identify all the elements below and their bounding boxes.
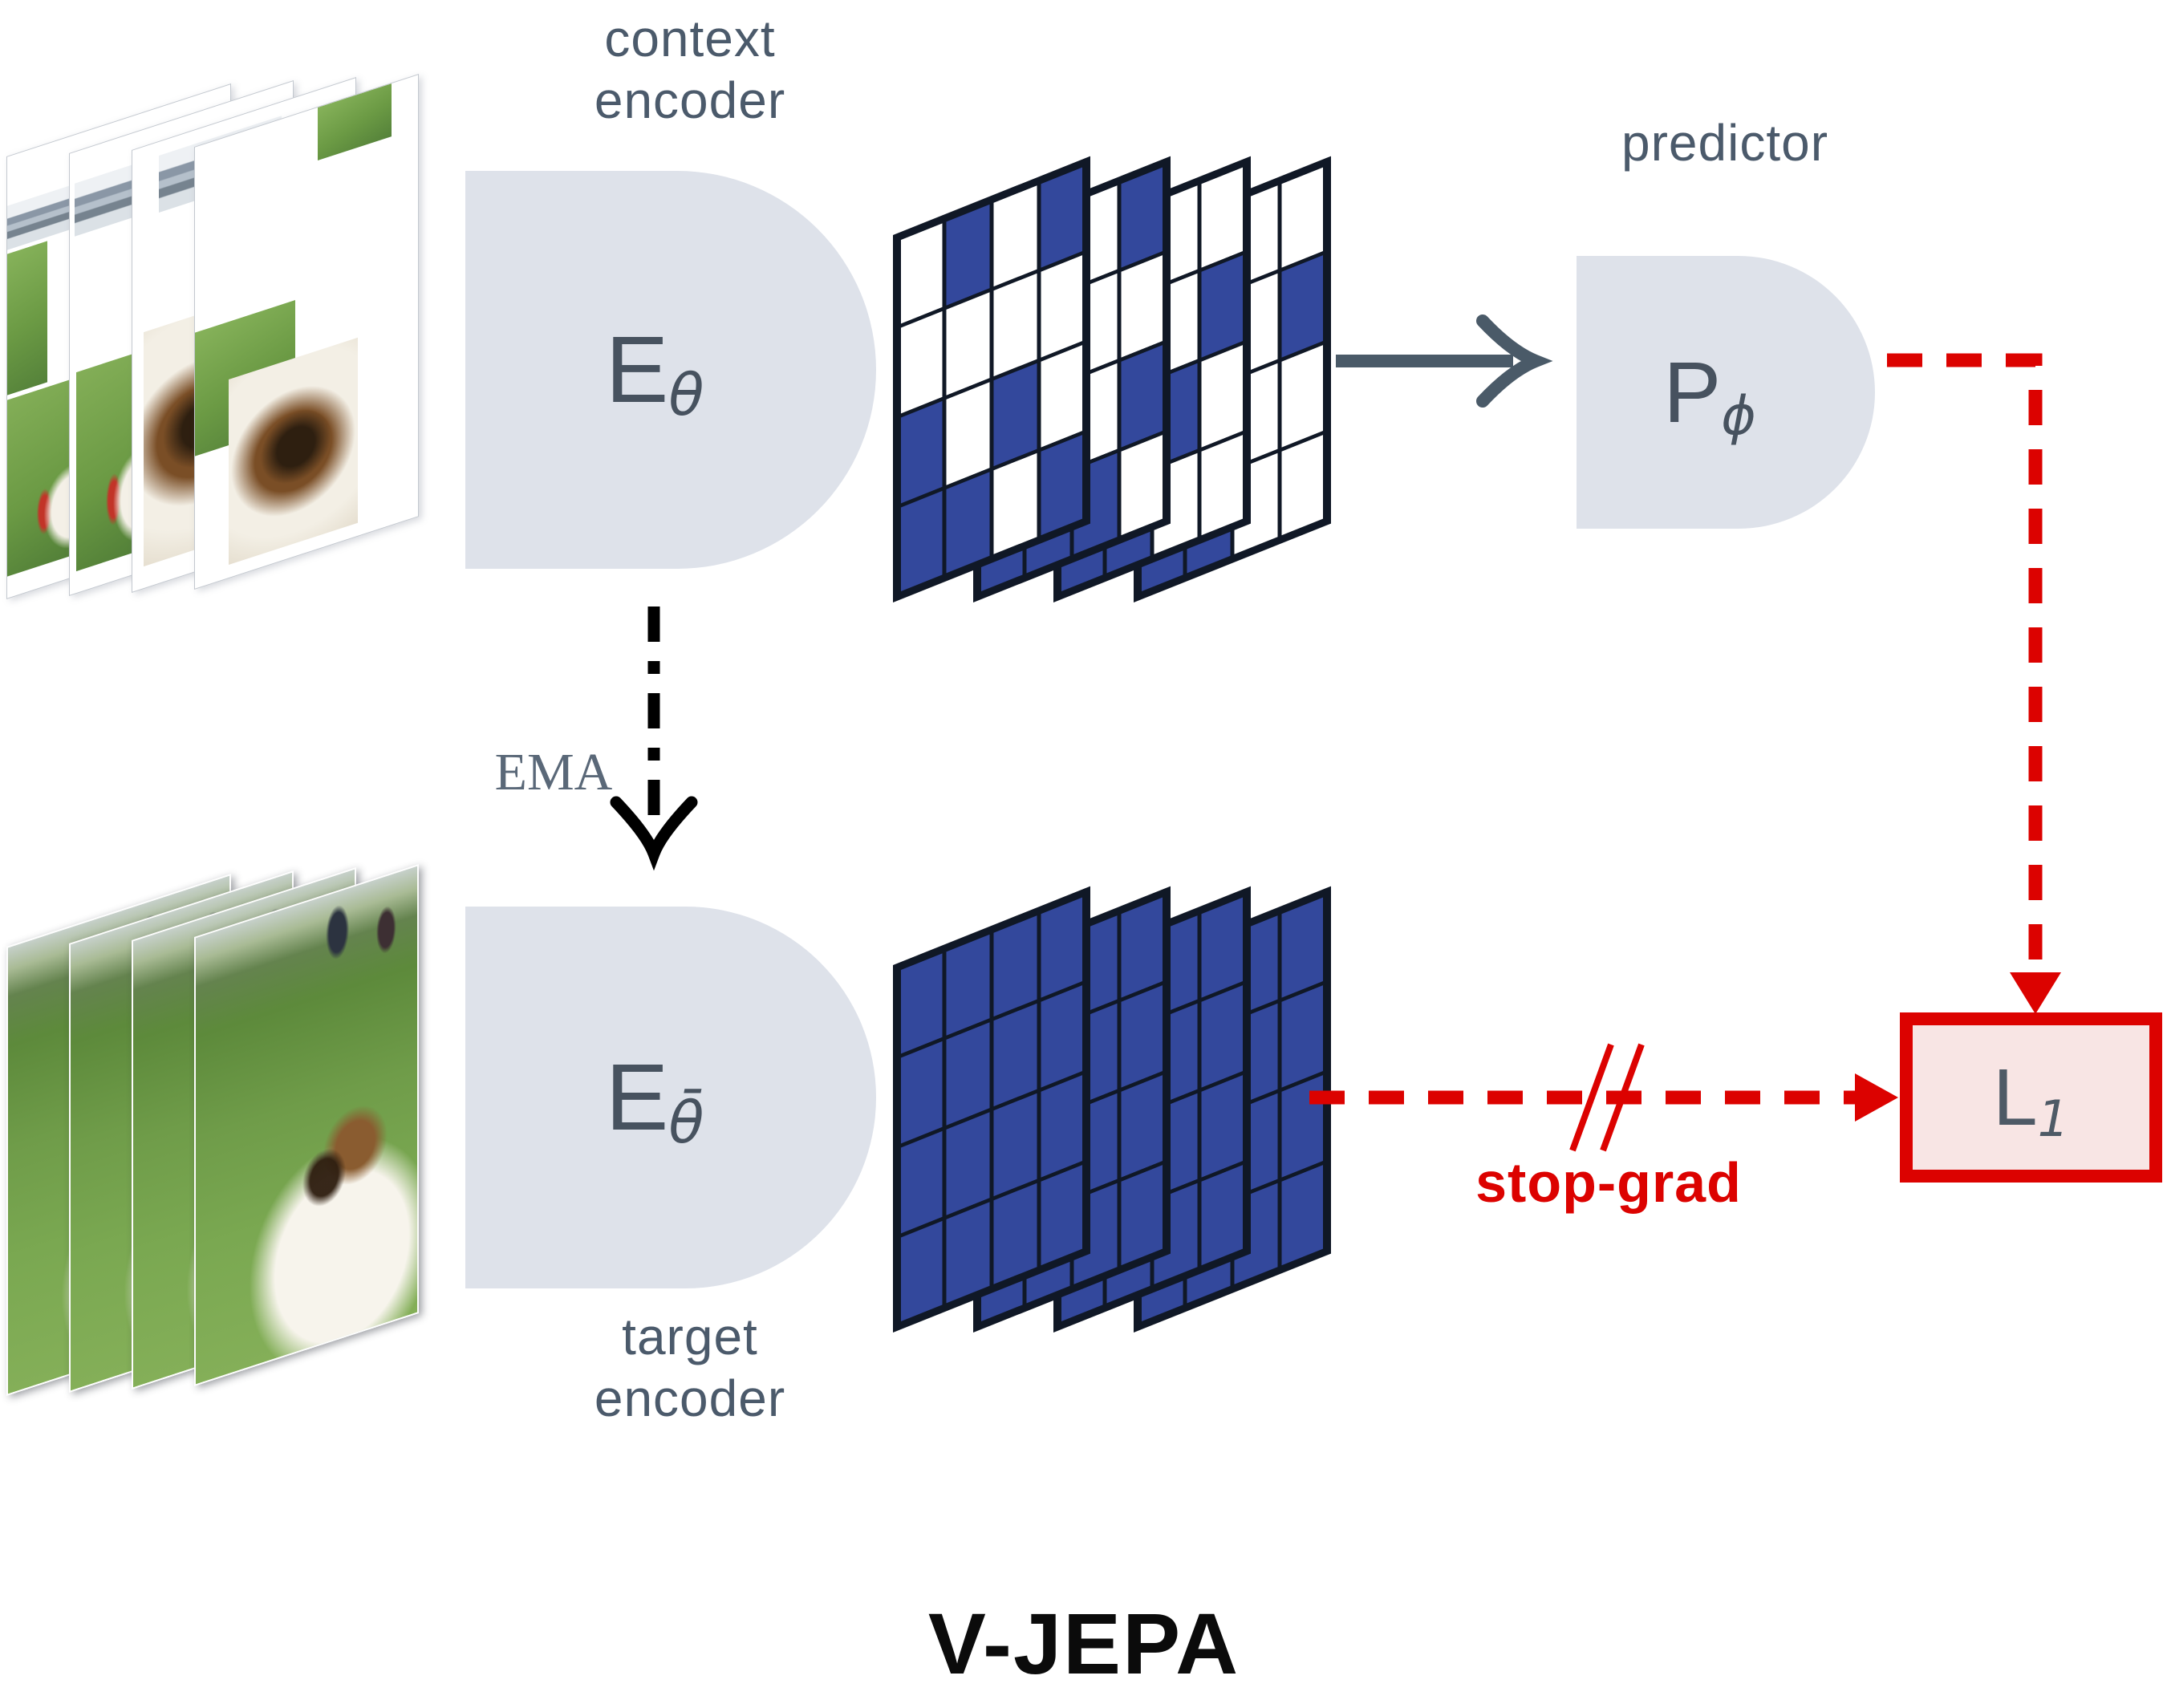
l1-loss-box: L 1	[1900, 1012, 2162, 1183]
target-to-loss-dashed-arrow	[1309, 1043, 1898, 1152]
target-encoder-block: E θ̄	[465, 907, 876, 1288]
video-frame	[194, 864, 419, 1386]
diagram-title-text: V-JEPA	[927, 1595, 1240, 1692]
stop-grad-label-text: stop-grad	[1475, 1151, 1742, 1214]
context-video-frame-stack	[5, 74, 422, 618]
masked-video-frame	[194, 74, 419, 590]
target-encoder-label: target encoder	[505, 1306, 875, 1430]
predictor-symbol-base: P	[1663, 343, 1722, 440]
grid-sheet-border	[893, 156, 1090, 603]
context-encoder-symbol: E θ	[605, 317, 704, 424]
target-encoder-symbol-sub: θ̄	[668, 1088, 704, 1156]
context-to-predictor-arrow	[1336, 314, 1553, 408]
ema-label: EMA	[453, 742, 654, 803]
target-encoder-label-line2: encoder	[594, 1369, 786, 1427]
context-encoder-label: context encoder	[505, 8, 875, 132]
stop-grad-label: stop-grad	[1428, 1150, 1789, 1215]
ema-arrow	[610, 607, 698, 871]
target-encoder-label-line1: target	[622, 1308, 758, 1365]
predictor-symbol: P ϕ	[1663, 343, 1756, 443]
predictor-block: P ϕ	[1577, 256, 1875, 529]
feature-grid-sheet	[893, 886, 1090, 1333]
context-encoder-label-line1: context	[604, 10, 776, 67]
l1-loss-symbol-base: L	[1992, 1053, 2038, 1142]
stop-grad-slash-icon	[1569, 1043, 1614, 1152]
target-feature-grid	[893, 886, 1331, 1333]
predictor-to-loss-dashed-arrow	[1887, 353, 2061, 1014]
ema-label-text: EMA	[494, 743, 613, 801]
l1-loss-symbol-sub: 1	[2037, 1089, 2070, 1148]
context-encoder-symbol-base: E	[605, 317, 669, 423]
grid-sheet-border	[893, 886, 1090, 1333]
arrowhead-right-icon	[1855, 1073, 1898, 1122]
context-encoder-symbol-sub: θ	[668, 360, 704, 428]
predictor-symbol-sub: ϕ	[1721, 384, 1756, 447]
context-encoder-label-line2: encoder	[594, 71, 786, 129]
diagram-title: V-JEPA	[803, 1593, 1365, 1694]
context-encoder-block: E θ	[465, 171, 876, 569]
target-encoder-symbol-base: E	[605, 1045, 669, 1150]
predictor-label: predictor	[1564, 112, 1885, 174]
arrowhead-down-icon	[2010, 972, 2061, 1014]
target-video-frame-stack	[5, 864, 422, 1424]
predictor-label-text: predictor	[1621, 114, 1828, 172]
visible-patch	[7, 241, 48, 396]
stop-grad-slash-icon	[1600, 1043, 1645, 1152]
target-encoder-symbol: E θ̄	[605, 1045, 704, 1151]
context-feature-grid	[893, 156, 1331, 603]
l1-loss-symbol: L 1	[1992, 1053, 2069, 1143]
feature-grid-sheet	[893, 156, 1090, 603]
